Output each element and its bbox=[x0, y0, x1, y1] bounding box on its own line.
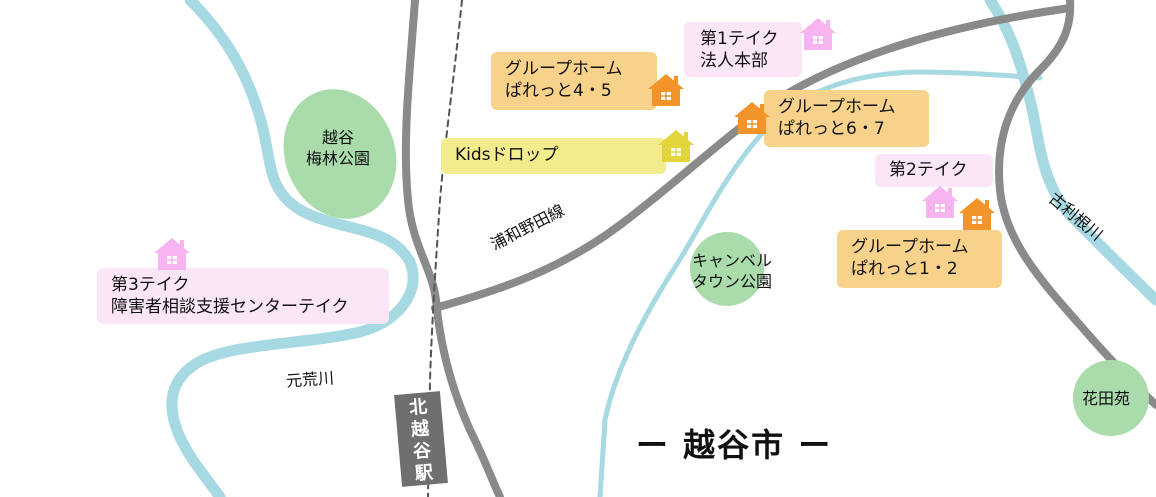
label-line: 第1テイク bbox=[700, 29, 779, 49]
label-line: 第3テイク bbox=[111, 275, 190, 295]
label-teiku1: 第1テイク 法人本部 bbox=[684, 22, 802, 77]
label-line: 障害者相談支援センターテイク bbox=[111, 297, 349, 317]
label-teiku3: 第3テイク 障害者相談支援センターテイク bbox=[97, 268, 389, 324]
house-icon bbox=[648, 74, 684, 106]
label-line: Kidsドロップ bbox=[455, 145, 559, 165]
house-icon bbox=[734, 102, 770, 134]
park-label-line: 花田苑 bbox=[1082, 389, 1131, 408]
house-icon bbox=[800, 18, 836, 50]
label-line: 第2テイク bbox=[889, 160, 968, 180]
house-icon bbox=[154, 238, 190, 270]
label-line: グループホーム bbox=[778, 97, 896, 117]
park-label-campbell-town: キャンベル タウン公園 bbox=[692, 250, 772, 292]
park-label-line: 越谷 bbox=[321, 128, 354, 147]
road-east bbox=[995, 0, 1156, 409]
label-line: グループホーム bbox=[505, 59, 623, 79]
label-line: ぱれっと6・7 bbox=[778, 119, 885, 139]
railway-line bbox=[427, 0, 463, 497]
label-group-home-67: グループホーム ぱれっと6・7 bbox=[764, 90, 929, 147]
label-line: ぱれっと4・5 bbox=[505, 81, 612, 101]
label-kids-drop: Kidsドロップ bbox=[441, 138, 666, 174]
house-icon bbox=[959, 198, 995, 230]
house-icon bbox=[658, 130, 694, 162]
label-line: 法人本部 bbox=[700, 51, 768, 71]
river-moto-ara bbox=[166, 0, 419, 497]
park-label-line: キャンベル bbox=[692, 251, 773, 270]
label-group-home-12: グループホーム ぱれっと1・2 bbox=[837, 230, 1002, 288]
park-label-line: 梅林公園 bbox=[305, 149, 370, 168]
park-label-line: タウン公園 bbox=[692, 272, 773, 291]
station-sign: 北越谷駅 bbox=[394, 391, 448, 487]
park-label-koshigaya-bairin: 越谷 梅林公園 bbox=[288, 127, 388, 169]
river-label-moto-ara: 元荒川 bbox=[285, 368, 335, 391]
road-urawa-noda-line bbox=[431, 4, 1074, 312]
park-campbell-town bbox=[690, 232, 764, 306]
park-kadenen bbox=[1073, 360, 1149, 436]
city-name: ー 越谷市 ー bbox=[636, 426, 833, 464]
label-group-home-45: グループホーム ぱれっと4・5 bbox=[491, 52, 657, 110]
river-furutone bbox=[984, 0, 1156, 306]
station-name: 北越谷駅 bbox=[408, 396, 434, 485]
label-line: グループホーム bbox=[851, 237, 969, 257]
label-line: ぱれっと1・2 bbox=[851, 259, 958, 279]
label-teiku2: 第2テイク bbox=[875, 154, 993, 187]
park-label-kadenen: 花田苑 bbox=[1082, 388, 1130, 409]
house-icon bbox=[922, 186, 958, 218]
park-koshigaya-bairin bbox=[283, 89, 397, 219]
